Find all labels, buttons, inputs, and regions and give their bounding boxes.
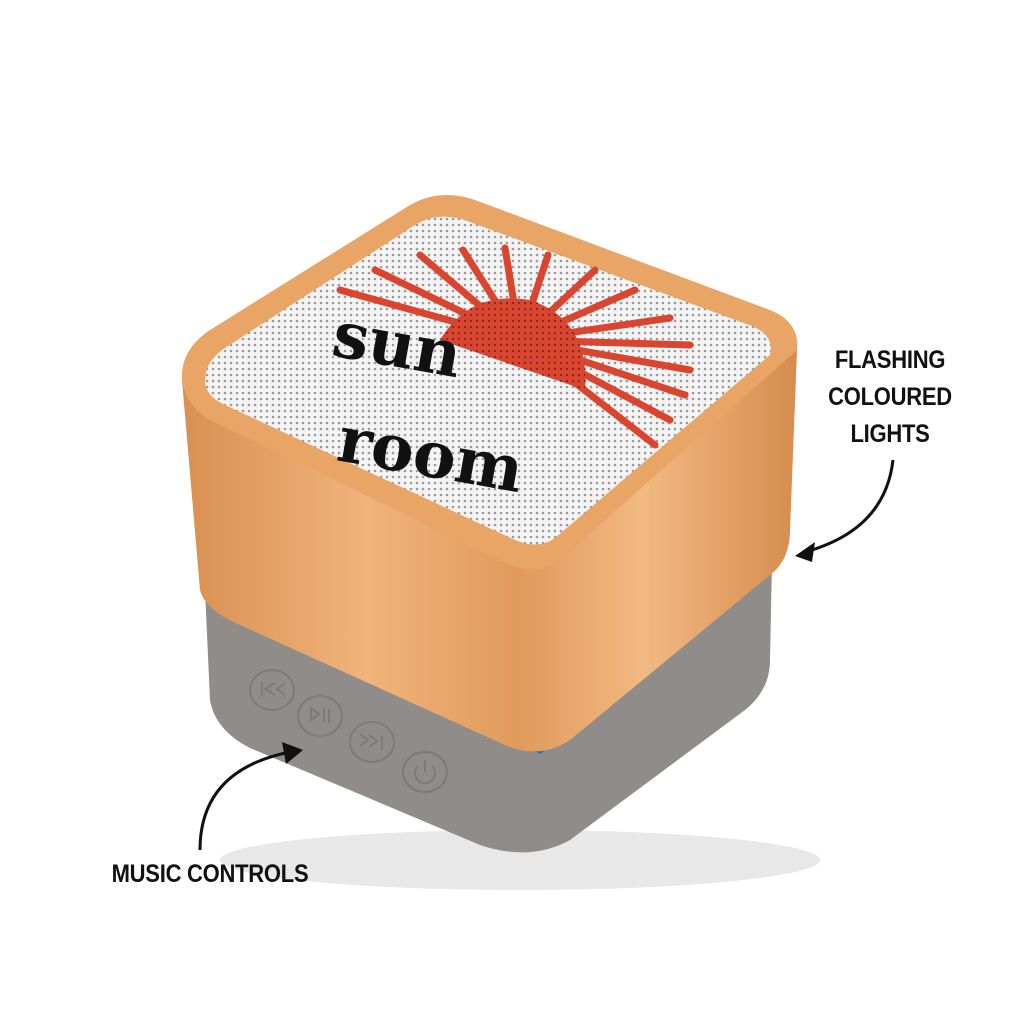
flashing-lights-annotation: FLASHING COLOURED LIGHTS (811, 342, 969, 453)
music-controls (249, 669, 448, 793)
shadow (220, 830, 820, 890)
controls-arrowhead-icon (282, 742, 303, 764)
controls-arrow (198, 750, 291, 851)
annotation-line: LIGHTS (850, 420, 930, 448)
sun-logo (336, 244, 694, 449)
annotation-line: FLASHING (834, 346, 946, 374)
music-controls-annotation: MUSIC CONTROLS (111, 860, 309, 888)
next-track-icon (359, 733, 383, 750)
previous-track-icon (261, 682, 286, 696)
annotation-line: COLOURED (828, 383, 952, 411)
play-pause-icon (310, 706, 330, 723)
lights-arrow (804, 459, 895, 554)
power-icon (414, 760, 436, 785)
lights-arrowhead-icon (795, 542, 815, 562)
next-track-button[interactable] (349, 721, 395, 763)
power-button[interactable] (402, 751, 448, 793)
previous-track-button[interactable] (249, 669, 295, 711)
play-pause-button[interactable] (297, 695, 343, 737)
speaker-grille (205, 216, 771, 545)
